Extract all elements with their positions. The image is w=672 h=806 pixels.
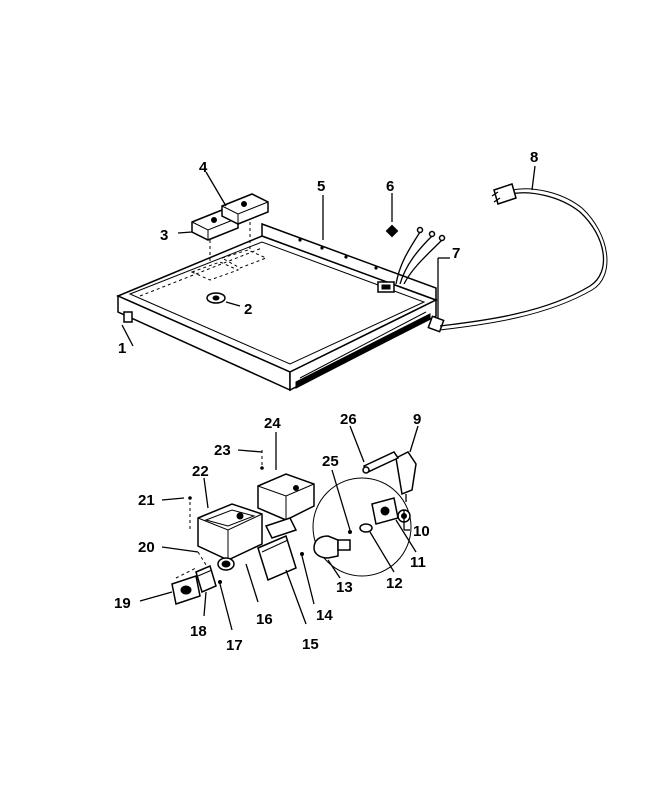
lower-assembly	[139, 432, 315, 631]
callout-6: 6	[386, 178, 394, 195]
callout-18: 18	[190, 623, 207, 640]
callout-8: 8	[530, 149, 538, 166]
callout-23: 23	[214, 442, 231, 459]
callout-10: 10	[413, 523, 430, 540]
callout-labels: 1 2 3 4 5 6 7 8 9 10 11 12 13 14 15 16 1…	[114, 149, 538, 654]
callout-15: 15	[302, 636, 319, 653]
callout-24: 24	[264, 415, 281, 432]
callout-3: 3	[160, 227, 168, 244]
callout-21: 21	[138, 492, 155, 509]
callout-20: 20	[138, 539, 155, 556]
callout-13: 13	[336, 579, 353, 596]
callout-22: 22	[192, 463, 209, 480]
callout-7: 7	[452, 245, 460, 262]
callout-2: 2	[244, 301, 252, 318]
detail-circle	[312, 425, 419, 579]
callout-14: 14	[316, 607, 333, 624]
wire-clip-parts	[385, 193, 450, 333]
callout-19: 19	[114, 595, 131, 612]
grommet-part	[206, 292, 241, 307]
callout-16: 16	[256, 611, 273, 628]
power-cord-part	[439, 165, 608, 331]
callout-26: 26	[340, 411, 357, 428]
top-panel	[116, 222, 438, 392]
callout-11: 11	[410, 554, 426, 571]
callout-9: 9	[413, 411, 421, 428]
callout-12: 12	[386, 575, 403, 592]
callout-17: 17	[226, 637, 243, 654]
switch-housing-parts	[177, 171, 269, 262]
callout-25: 25	[322, 453, 339, 470]
callout-4: 4	[199, 159, 208, 176]
callout-1: 1	[118, 340, 126, 357]
callout-5: 5	[317, 178, 325, 195]
